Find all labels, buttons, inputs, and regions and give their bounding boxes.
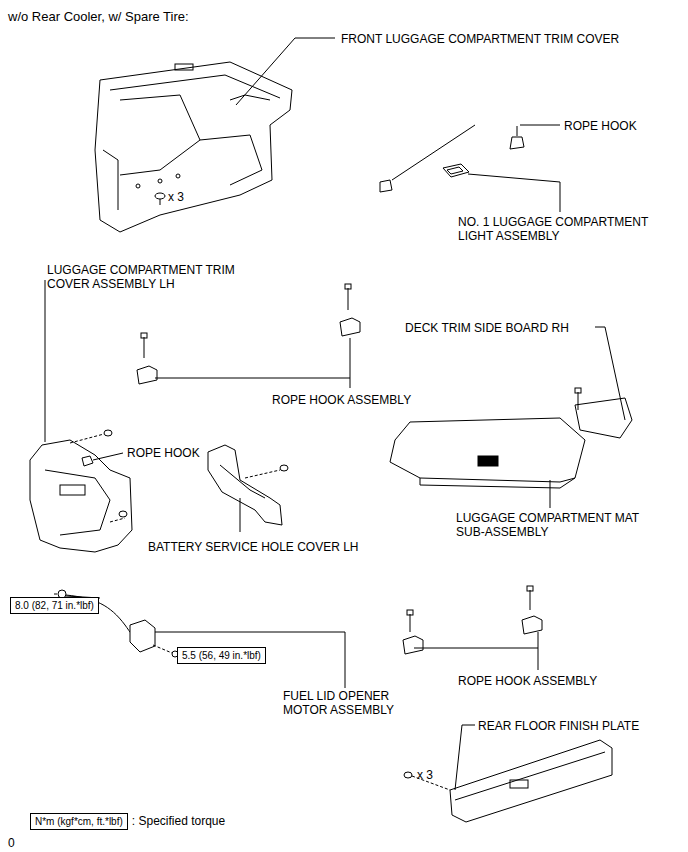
part-label: ROPE HOOK: [127, 446, 200, 460]
mat-and-side-board: [390, 327, 632, 508]
torque-value: 8.0 (82, 71 in.*lbf): [15, 600, 94, 611]
torque-box: N*m (kgf*cm, ft.*lbf): [30, 813, 128, 830]
diagram-title: w/o Rear Cooler, w/ Spare Tire:: [8, 10, 189, 24]
part-label: REAR FLOOR FINISH PLATE: [478, 719, 639, 733]
part-label: x 3: [417, 768, 433, 782]
part-label: ROPE HOOK: [564, 119, 637, 133]
rope-hook-assemblies-mid: [137, 284, 360, 388]
rope-hooks-top: [380, 125, 560, 212]
part-label: LUGGAGE COMPARTMENT MAT SUB-ASSEMBLY: [456, 511, 656, 539]
part-label: BATTERY SERVICE HOLE COVER LH: [148, 540, 359, 554]
torque-value: 5.5 (56, 49 in.*lbf): [182, 650, 261, 661]
rope-hook-assemblies-bottom: [403, 586, 542, 670]
part-label: ROPE HOOK ASSEMBLY: [272, 393, 411, 407]
clip: [155, 193, 165, 205]
battery-cover: [208, 445, 288, 532]
part-label: FRONT LUGGAGE COMPARTMENT TRIM COVER: [341, 32, 619, 46]
rear-floor-finish-plate: [404, 725, 612, 822]
front-trim-cover: [95, 38, 335, 232]
part-label: ROPE HOOK ASSEMBLY: [458, 674, 597, 688]
torque-value: N*m (kgf*cm, ft.*lbf): [35, 816, 123, 827]
torque-box: 8.0 (82, 71 in.*lbf): [10, 597, 99, 614]
part-label: 0: [8, 836, 15, 850]
part-label: LUGGAGE COMPARTMENT TRIM COVER ASSEMBLY …: [47, 263, 242, 291]
part-label: : Specified torque: [132, 814, 225, 828]
part-label: FUEL LID OPENER MOTOR ASSEMBLY: [283, 689, 413, 717]
part-label: NO. 1 LUGGAGE COMPARTMENT LIGHT ASSEMBLY: [458, 215, 658, 243]
lh-trim-cover: [30, 280, 132, 552]
part-label: x 3: [168, 190, 184, 204]
part-label: DECK TRIM SIDE BOARD RH: [405, 321, 569, 335]
torque-box: 5.5 (56, 49 in.*lbf): [177, 647, 266, 664]
